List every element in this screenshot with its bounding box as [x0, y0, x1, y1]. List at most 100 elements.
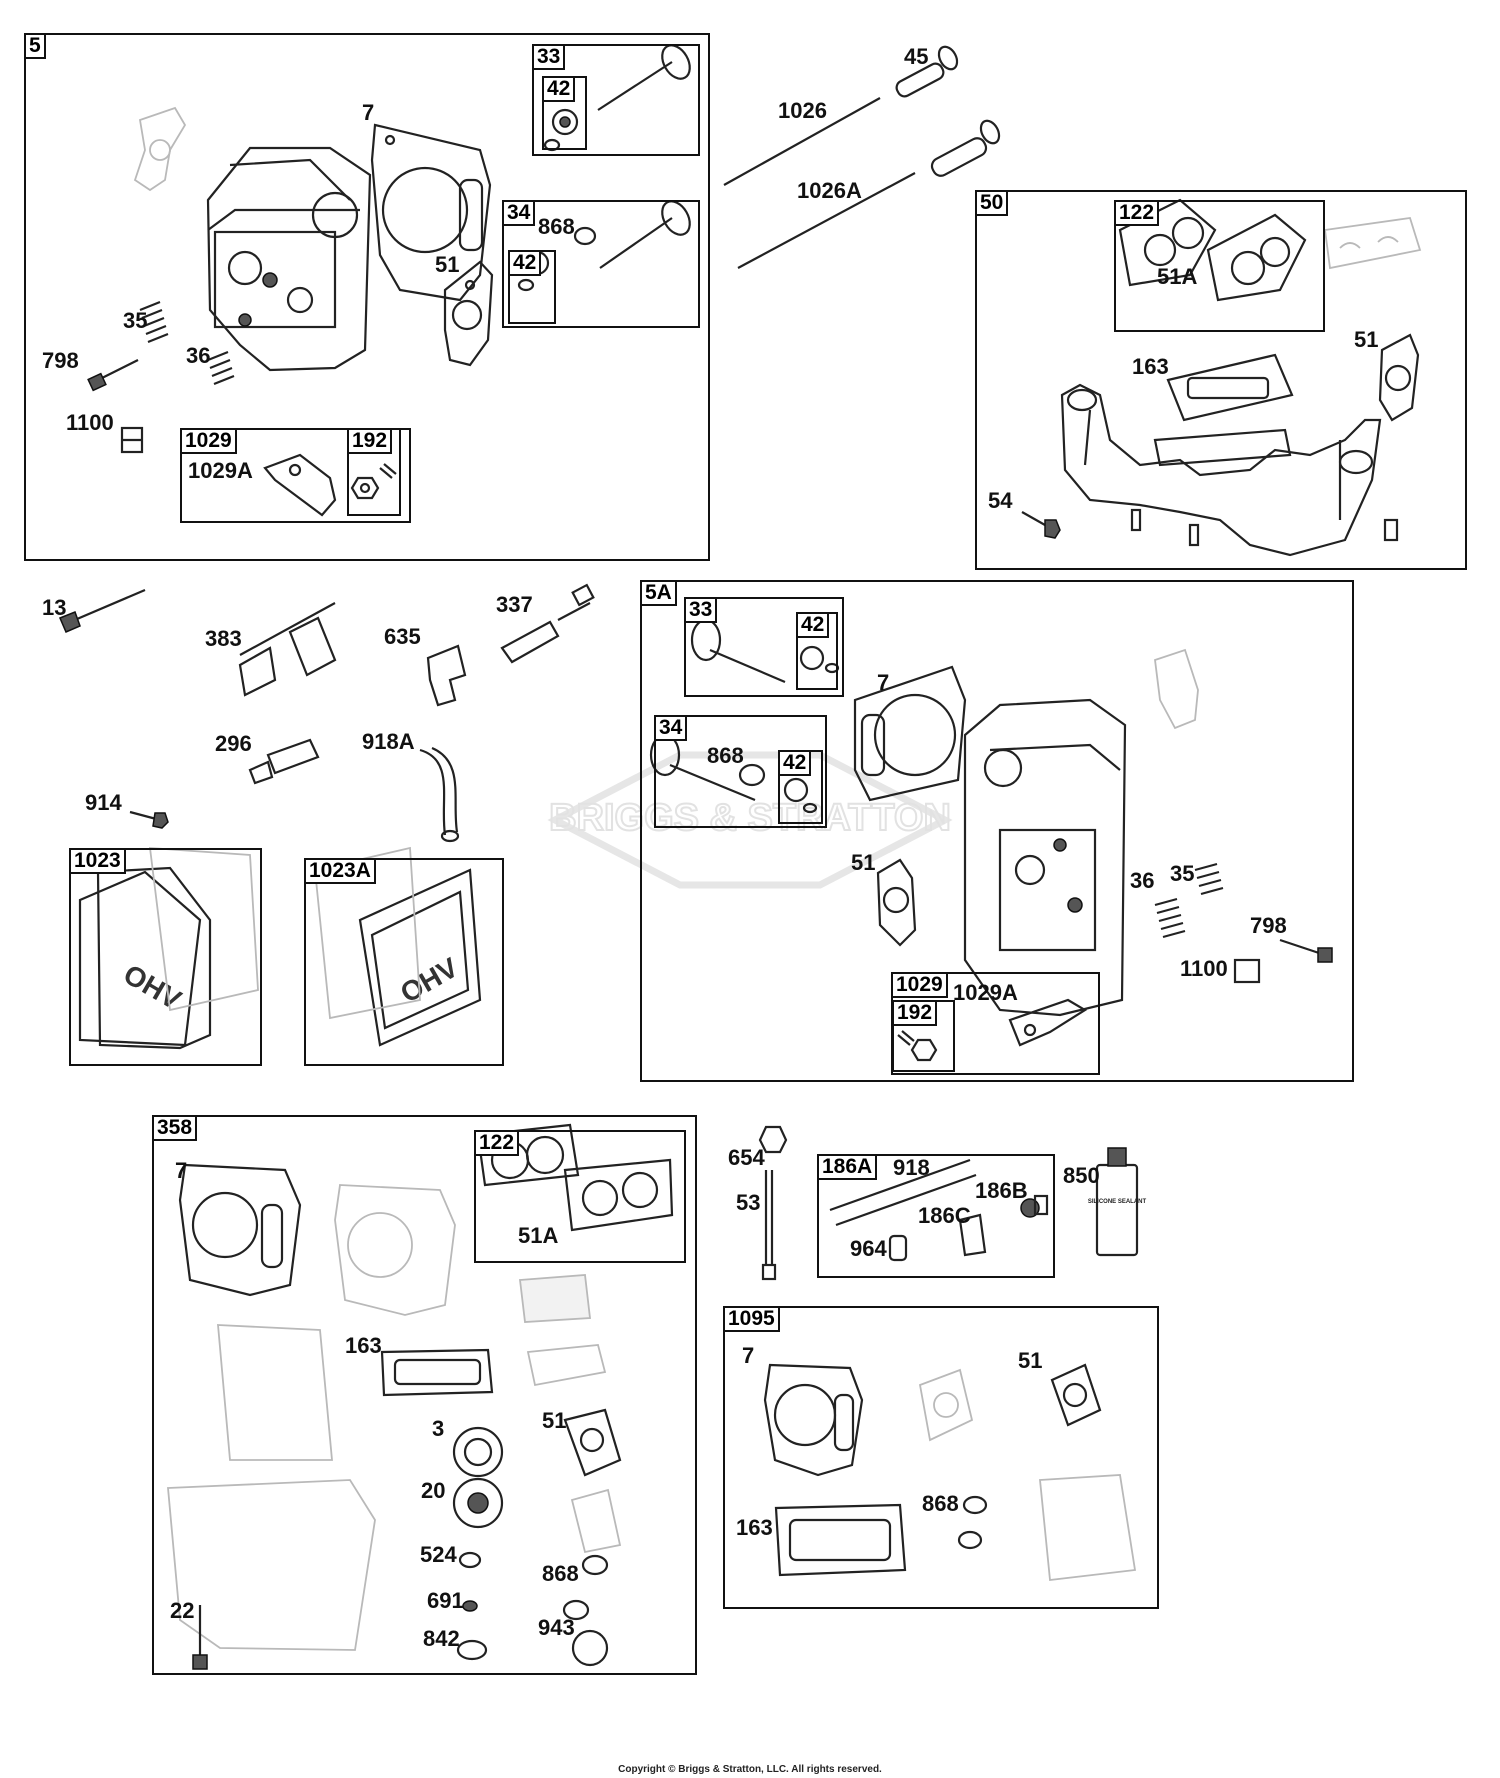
manifold-gasket-drawing: [1166, 353, 1294, 422]
group-tag-122: 122: [1114, 200, 1160, 226]
group-tag-1095: 1095: [723, 1306, 780, 1332]
head-gasket-b-drawing: [853, 665, 967, 802]
callout-51A: 51A: [1157, 264, 1198, 289]
group-tag-42-a: 42: [542, 76, 576, 102]
group-tag-42-c: 42: [796, 612, 830, 638]
group-tag-34: 34: [502, 200, 536, 226]
cylinder-head-b-drawing: [963, 698, 1127, 1017]
callout-36: 36: [186, 343, 211, 368]
callout-36: 36: [1130, 868, 1155, 893]
group-tag-192: 192: [347, 428, 393, 454]
group-box-1095: 1095: [723, 1306, 1159, 1609]
group-box-42-c: 42: [796, 612, 838, 690]
callout-54: 54: [988, 488, 1013, 513]
group-tag-358: 358: [152, 1115, 198, 1141]
group-box-122-b: 122: [474, 1130, 686, 1263]
callout-51: 51: [1018, 1348, 1043, 1373]
callout-51A: 51A: [518, 1223, 559, 1248]
sealant-tube-drawing: SILICONE SEALANT: [1088, 1147, 1146, 1257]
group-box-33: 33: [532, 44, 700, 156]
copyright-notice: Copyright © Briggs & Stratton, LLC. All …: [618, 1764, 882, 1775]
callout-383: 383: [205, 626, 242, 651]
group-tag-5A: 5A: [640, 580, 677, 606]
callout-868: 868: [542, 1561, 579, 1586]
callout-1029A: 1029A: [953, 980, 1018, 1005]
hex-nut-drawing: [758, 1125, 788, 1154]
bolt-b-drawing: [1279, 938, 1333, 963]
group-box-1023A: 1023A: [304, 858, 504, 1066]
callout-13: 13: [42, 595, 67, 620]
group-box-358: 358: [152, 1115, 697, 1675]
group-box-42-b: 42: [508, 250, 556, 324]
group-box-122: 122: [1114, 200, 1325, 332]
group-tag-42-d: 42: [778, 750, 812, 776]
callout-7: 7: [742, 1343, 755, 1368]
group-tag-1029: 1029: [180, 428, 237, 454]
group-box-42-d: 42: [778, 750, 823, 824]
callout-654: 654: [728, 1145, 765, 1170]
nut-drawing: [350, 463, 397, 500]
cylinder-head-drawing: [206, 146, 372, 372]
clip-drawing: [120, 426, 144, 454]
callout-296: 296: [215, 731, 252, 756]
gasket-set-drawing: [167, 1123, 674, 1670]
callout-3: 3: [432, 1416, 445, 1441]
tube-drawing: [238, 602, 337, 697]
manifold-drawing: [1060, 383, 1399, 557]
group-tag-33: 33: [532, 44, 566, 70]
gasket-drawing: [133, 106, 187, 192]
manifold-exhaust-gasket-drawing: [1378, 333, 1420, 422]
callout-691: 691: [427, 1588, 464, 1613]
group-box-1023: 1023: [69, 848, 262, 1066]
callout-186C: 186C: [918, 1203, 971, 1228]
callout-964: 964: [850, 1236, 887, 1261]
callout-868: 868: [538, 214, 575, 239]
callout-35: 35: [123, 308, 148, 333]
group-tag-5: 5: [24, 33, 46, 59]
callout-635: 635: [384, 624, 421, 649]
group-tag-33-b: 33: [684, 597, 718, 623]
head-gasket-drawing: [370, 123, 492, 302]
callout-53: 53: [736, 1190, 761, 1215]
callout-1100: 1100: [1180, 956, 1228, 981]
group-tag-1023: 1023: [69, 848, 126, 874]
callout-163: 163: [1132, 354, 1169, 379]
group-tag-186A: 186A: [817, 1154, 878, 1180]
valve-b-drawing: [649, 618, 840, 814]
callout-850: 850: [1063, 1163, 1100, 1188]
gasket-kit-drawing: [763, 1363, 1137, 1582]
group-box-33-b: 33: [684, 597, 844, 697]
spring-drawing: [139, 300, 235, 386]
spring-b-drawing: [1154, 862, 1224, 939]
boot-drawing: [426, 644, 467, 707]
callout-524: 524: [420, 1542, 457, 1567]
intake-gasket-drawing: [1118, 198, 1422, 302]
valve-cover-screw-drawing: [129, 810, 169, 829]
callout-868: 868: [922, 1491, 959, 1516]
callout-45: 45: [904, 44, 929, 69]
callout-20: 20: [421, 1478, 446, 1503]
callout-1026A: 1026A: [797, 178, 862, 203]
callout-186B: 186B: [975, 1178, 1028, 1203]
group-box-5A: 5A: [640, 580, 1354, 1082]
clip-b-drawing: [1233, 958, 1261, 984]
callout-918: 918: [893, 1155, 930, 1180]
group-tag-34-b: 34: [654, 715, 688, 741]
callout-51: 51: [851, 850, 876, 875]
callout-51: 51: [542, 1408, 567, 1433]
bolt-drawing: [87, 359, 139, 392]
callout-337: 337: [496, 592, 533, 617]
group-box-34-b: 34: [654, 715, 827, 828]
breather-tube-drawing: [419, 746, 460, 843]
callout-1026: 1026: [778, 98, 827, 123]
rocker-arm-drawing: [263, 453, 337, 517]
callout-798: 798: [42, 348, 79, 373]
fuel-line-drawing: [829, 1158, 1049, 1262]
rocker-arm-b-drawing: [1008, 998, 1088, 1047]
screw-drawing: [1021, 511, 1061, 539]
group-box-192-b: 192: [892, 1000, 955, 1072]
exhaust-gasket-b-drawing: [876, 648, 1199, 947]
callout-914: 914: [85, 790, 122, 815]
long-bolt-drawing: [59, 588, 146, 633]
